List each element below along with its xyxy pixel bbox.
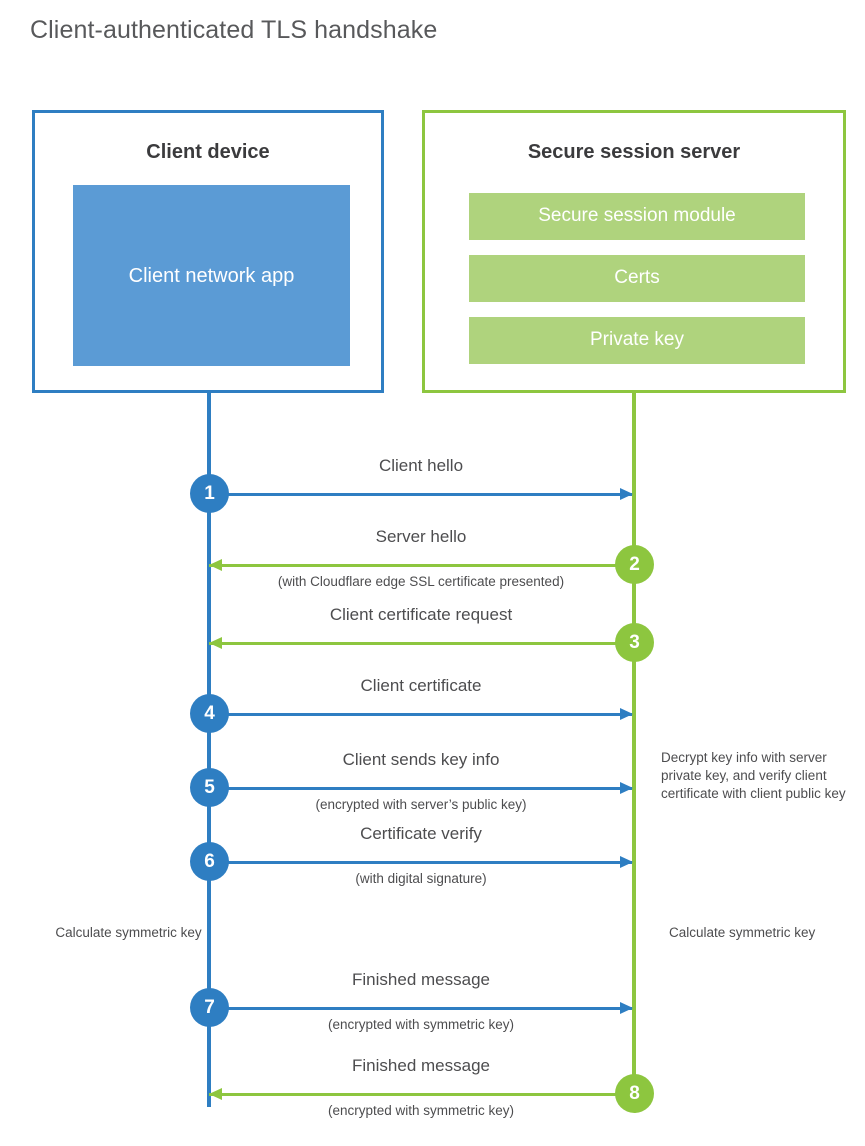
page-title: Client-authenticated TLS handshake: [30, 16, 438, 44]
step-badge-4: 4: [190, 694, 229, 733]
server-lifeline: [632, 392, 636, 1095]
note-decrypt-key-info: Decrypt key info with server private key…: [661, 750, 846, 801]
server-block-secure-session-module: Secure session module: [469, 193, 805, 240]
message-arrow-1: [209, 493, 632, 496]
message-label-4: Client certificate: [360, 676, 482, 695]
message-arrow-4: [209, 713, 632, 716]
message-sub-6: (with digital signature): [355, 871, 487, 886]
server-block-private-key: Private key: [469, 317, 805, 364]
arrow-head-icon: [209, 637, 222, 649]
server-block-certs: Certs: [469, 255, 805, 302]
client-lifeline: [207, 392, 211, 1107]
message-label-5: Client sends key info: [342, 750, 500, 769]
step-badge-7: 7: [190, 988, 229, 1027]
message-sub-2: (with Cloudflare edge SSL certificate pr…: [277, 574, 565, 589]
message-arrow-6: [209, 861, 632, 864]
step-badge-1: 1: [190, 474, 229, 513]
message-sub-5: (encrypted with server’s public key): [315, 797, 527, 812]
message-arrow-7: [209, 1007, 632, 1010]
message-sub-7: (encrypted with symmetric key): [327, 1017, 515, 1032]
message-arrow-5: [209, 787, 632, 790]
arrow-head-icon: [620, 708, 633, 720]
message-label-2: Server hello: [375, 527, 467, 546]
client-network-app-block: Client network app: [73, 185, 350, 366]
arrow-head-icon: [209, 559, 222, 571]
arrow-head-icon: [620, 488, 633, 500]
note-calculate-symmetric-key-client: Calculate symmetric key: [55, 925, 202, 940]
message-arrow-2: [209, 564, 632, 567]
message-sub-8: (encrypted with symmetric key): [327, 1103, 515, 1118]
note-calculate-symmetric-key-server: Calculate symmetric key: [669, 925, 816, 940]
message-arrow-8: [209, 1093, 632, 1096]
step-badge-3: 3: [615, 623, 654, 662]
message-label-7: Finished message: [352, 970, 490, 989]
client-device-box: Client device Client network app: [32, 110, 384, 393]
message-label-6: Certificate verify: [360, 824, 482, 843]
arrow-head-icon: [620, 1002, 633, 1014]
step-badge-6: 6: [190, 842, 229, 881]
step-badge-2: 2: [615, 545, 654, 584]
message-label-1: Client hello: [378, 456, 464, 475]
arrow-head-icon: [620, 856, 633, 868]
arrow-head-icon: [209, 1088, 222, 1100]
secure-session-server-box: Secure session server Secure session mod…: [422, 110, 846, 393]
message-arrow-3: [209, 642, 632, 645]
message-label-8: Finished message: [352, 1056, 490, 1075]
client-device-title: Client device: [146, 141, 270, 163]
secure-session-server-title: Secure session server: [527, 141, 741, 163]
step-badge-5: 5: [190, 768, 229, 807]
message-label-3: Client certificate request: [329, 605, 513, 624]
arrow-head-icon: [620, 782, 633, 794]
step-badge-8: 8: [615, 1074, 654, 1113]
